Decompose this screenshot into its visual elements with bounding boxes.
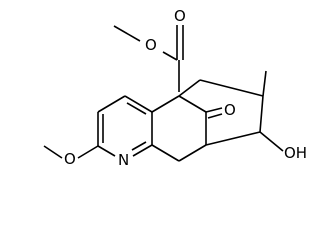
ring-nitrogen-label: N — [118, 151, 129, 169]
bond-pyridine-3 — [132, 144, 153, 157]
carbonyl-oxygen-label: O — [174, 7, 186, 25]
bond-ester-o-carbonyl — [162, 51, 178, 61]
bond-methyl-substituent — [262, 70, 267, 97]
bond-ring-to-quaternary — [151, 95, 180, 113]
structure-diagram: O O O OH O N — [43, 7, 307, 169]
bond-pyridine-6 — [97, 95, 126, 113]
bond-ring-to-ch2 — [151, 144, 180, 162]
bond-ester-methyl — [113, 25, 141, 42]
bond-ethano — [199, 79, 264, 97]
bond-ketone-double-1 — [205, 107, 223, 113]
bond-pyridine-1 — [124, 95, 153, 113]
ketone-oxygen-label: O — [224, 101, 236, 119]
bond-pyridine-double-c — [131, 141, 147, 151]
bond-choh-to-oh — [259, 131, 284, 152]
bond-lines — [43, 25, 284, 162]
bond-methoxy-ring — [77, 145, 99, 159]
bond-methoxy-methyl — [43, 145, 63, 159]
bond-to-choh — [259, 95, 264, 133]
bond-choh-to-bridgehead — [205, 131, 261, 146]
bond-quaternary-to-ketone — [178, 95, 207, 113]
bond-pyridine-4 — [97, 145, 116, 157]
bond-pyridine-double-a — [126, 102, 147, 115]
methoxy-oxygen-label: O — [64, 150, 76, 168]
ester-oxygen-label: O — [145, 36, 157, 54]
bond-quaternary-to-ethano — [178, 79, 201, 97]
bond-ch2-to-bridgehead — [178, 144, 207, 162]
atom-labels: O O O OH O N — [64, 7, 307, 169]
bond-ketone-double-2 — [207, 113, 223, 119]
hydroxyl-label: OH — [284, 144, 307, 162]
